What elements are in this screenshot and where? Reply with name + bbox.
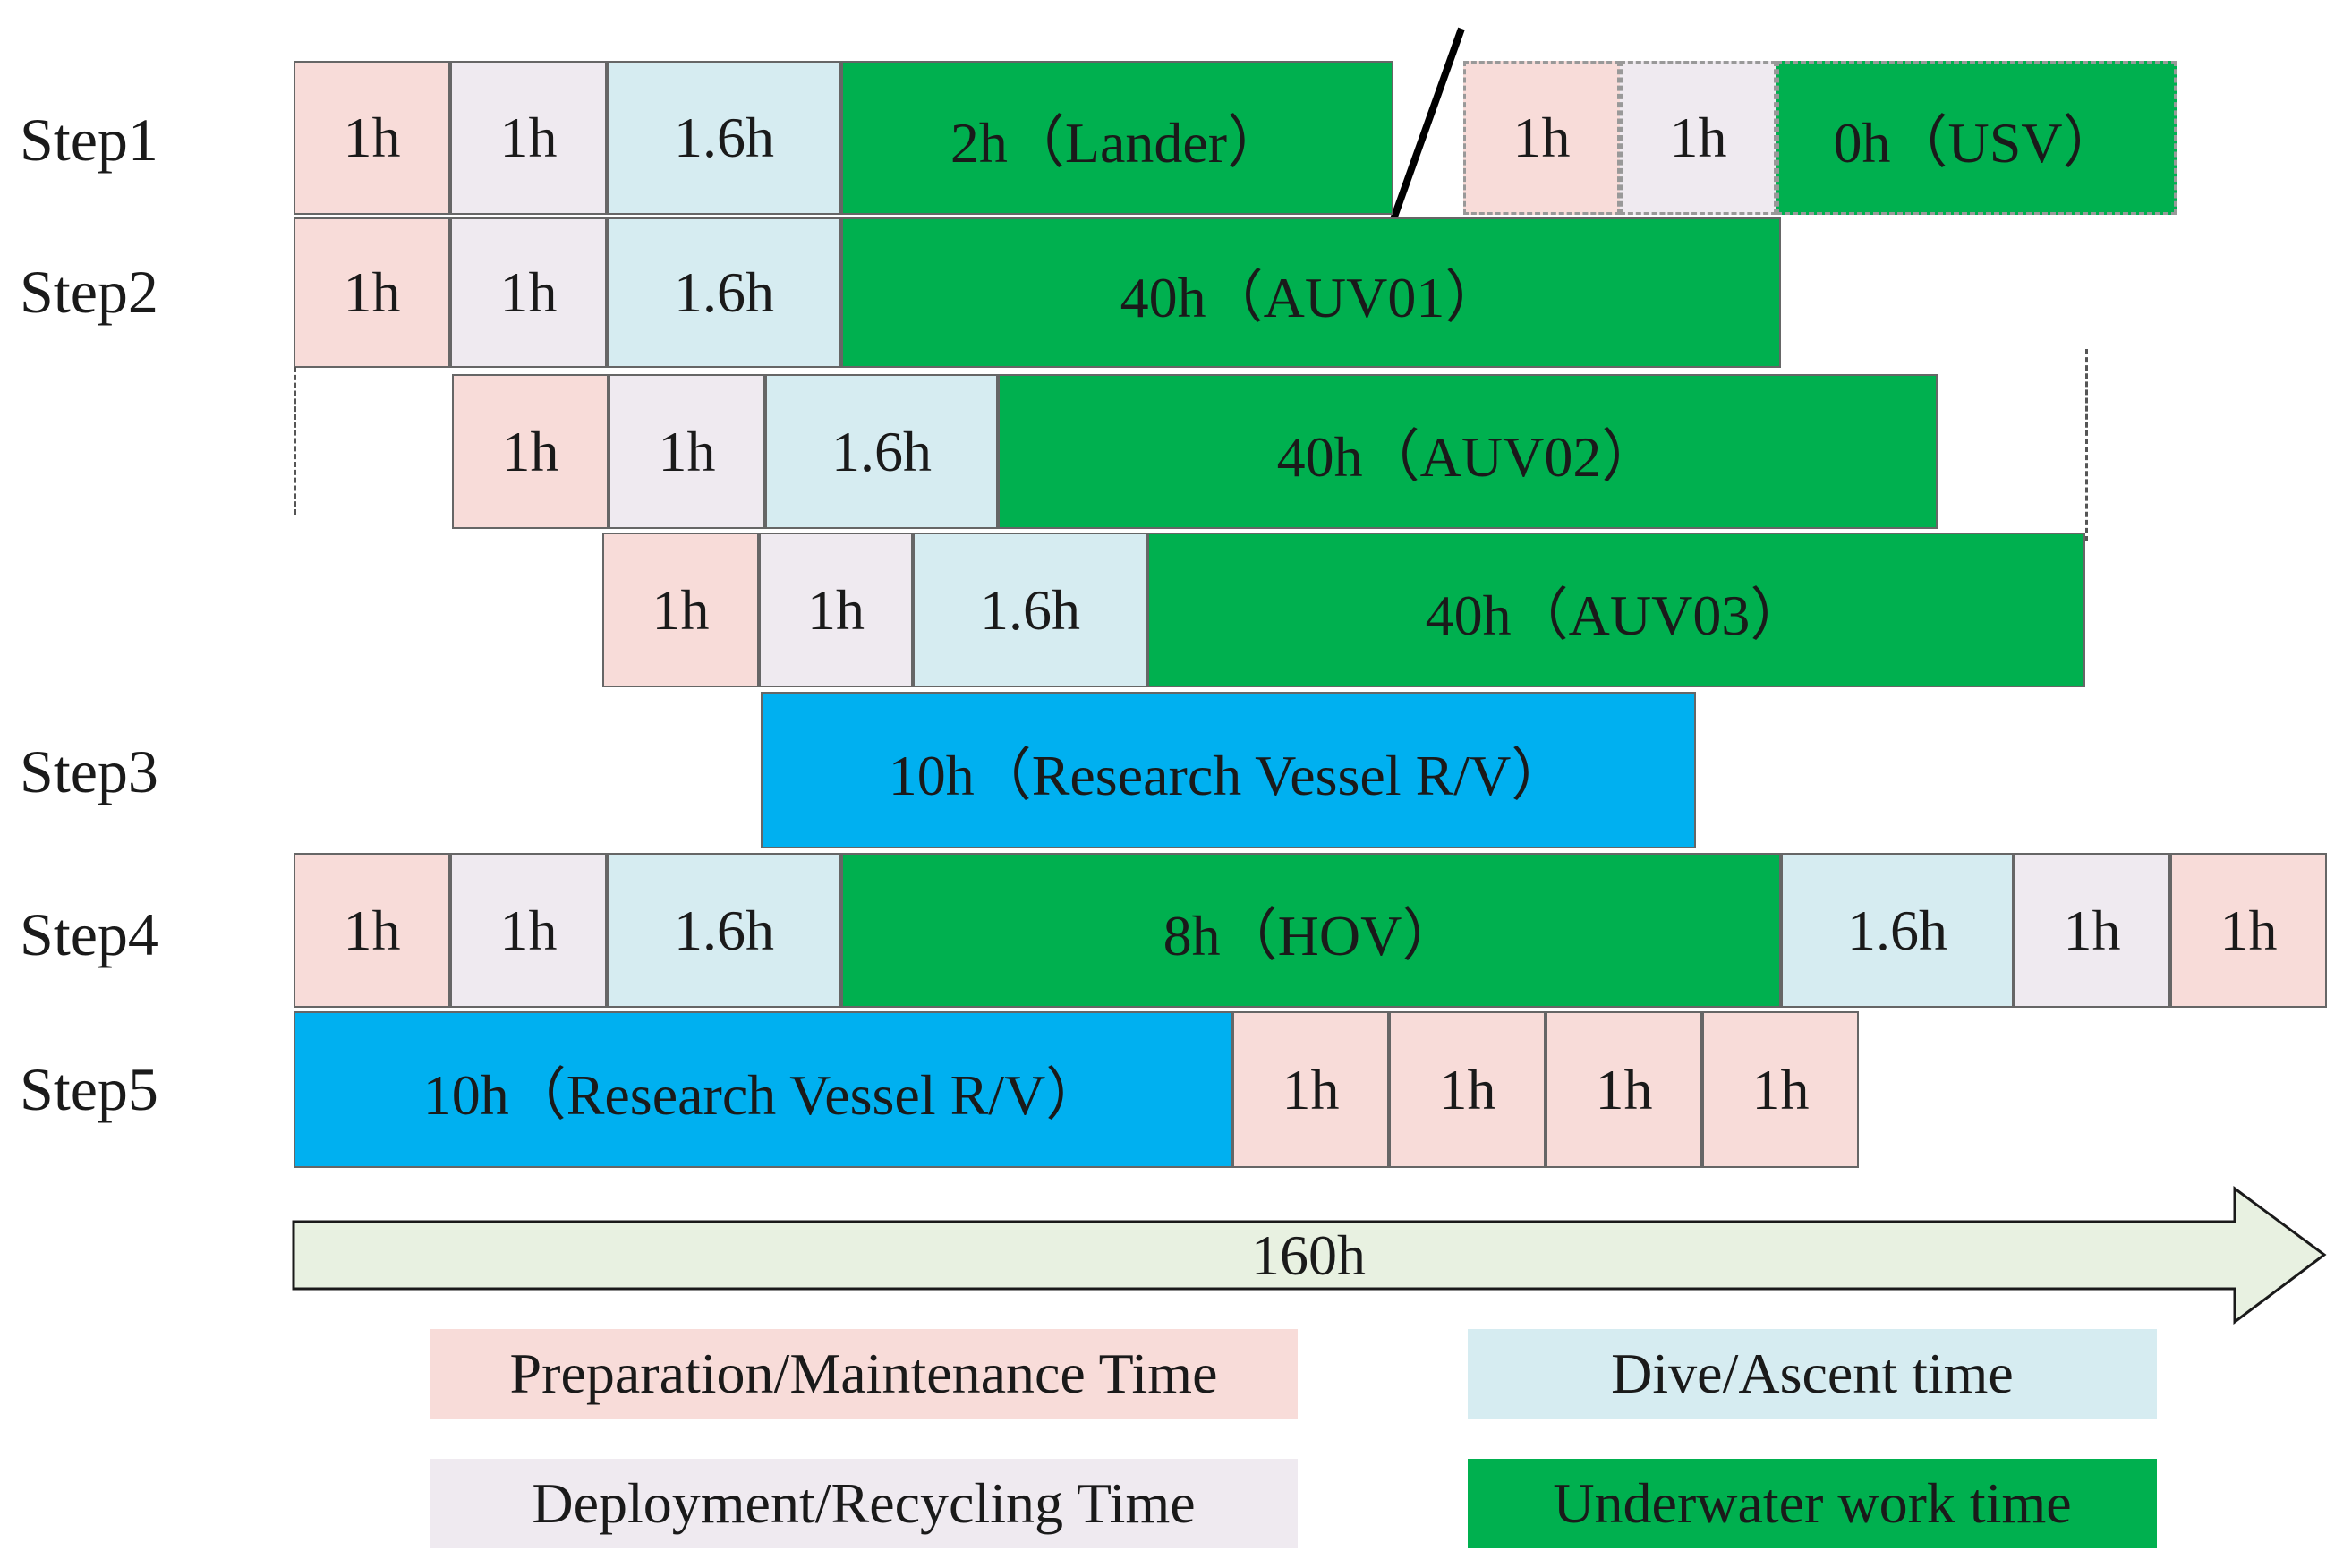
hov-row-segment-dive: 1.6h [607, 853, 841, 1008]
step4-label: Step4 [20, 900, 158, 968]
step3-label: Step3 [20, 737, 158, 805]
hov-row-segment-deployment: 1h [450, 853, 607, 1008]
auv03-row-segment-deployment: 1h [759, 533, 913, 687]
lander-usv-row-segment-preparation: 1h [1463, 61, 1620, 215]
hov-row-segment-deployment: 1h [2014, 853, 2170, 1008]
step2-label: Step2 [20, 258, 158, 326]
vessel-maintenance-row-segment-preparation: 1h [1232, 1011, 1389, 1168]
vessel-maintenance-row-segment-vessel: 10h（Research Vessel R/V） [294, 1011, 1232, 1168]
hov-row-segment-underwater: 8h（HOV） [841, 853, 1781, 1008]
legend-underwater: Underwater work time [1468, 1459, 2157, 1548]
vessel-maintenance-row-segment-preparation: 1h [1389, 1011, 1546, 1168]
auv02-row-segment-deployment: 1h [609, 374, 765, 529]
hov-row-segment-preparation: 1h [2170, 853, 2327, 1008]
auv03-row-segment-dive: 1.6h [913, 533, 1147, 687]
auv01-row-segment-underwater: 40h（AUV01） [841, 217, 1781, 368]
lander-usv-row-segment-deployment: 1h [1620, 61, 1776, 215]
lander-usv-row-segment-dive: 1.6h [607, 61, 841, 215]
lander-usv-row-segment-underwater: 2h（Lander） [841, 61, 1393, 215]
auv02-row-segment-dive: 1.6h [765, 374, 998, 529]
auv02-row-segment-underwater: 40h（AUV02） [998, 374, 1938, 529]
hov-row-segment-dive: 1.6h [1781, 853, 2014, 1008]
step1-label: Step1 [20, 106, 158, 174]
auv03-row-segment-preparation: 1h [602, 533, 759, 687]
auv01-row-segment-preparation: 1h [294, 217, 450, 368]
timeline-arrow [292, 1186, 2327, 1325]
lander-usv-row-segment-deployment: 1h [450, 61, 607, 215]
auv03-row-segment-underwater: 40h（AUV03） [1147, 533, 2085, 687]
hov-row-segment-preparation: 1h [294, 853, 450, 1008]
auv01-row-segment-dive: 1.6h [607, 217, 841, 368]
timeline-break-slash [1390, 27, 1465, 221]
lander-usv-row-segment-underwater: 0h（USV） [1776, 61, 2177, 215]
vessel-maintenance-row-segment-preparation: 1h [1702, 1011, 1859, 1168]
left-dashed-guide [294, 367, 296, 515]
vessel-row-segment-vessel: 10h（Research Vessel R/V） [761, 692, 1696, 848]
legend-dive: Dive/Ascent time [1468, 1329, 2157, 1419]
vessel-maintenance-row-segment-preparation: 1h [1546, 1011, 1702, 1168]
legend-preparation: Preparation/Maintenance Time [430, 1329, 1298, 1419]
legend-deployment: Deployment/Recycling Time [430, 1459, 1298, 1548]
auv01-row-segment-deployment: 1h [450, 217, 607, 368]
auv02-row-segment-preparation: 1h [452, 374, 609, 529]
lander-usv-row-segment-preparation: 1h [294, 61, 450, 215]
timeline-total-label: 160h [1251, 1223, 1366, 1287]
right-dashed-guide [2085, 349, 2088, 541]
step5-label: Step5 [20, 1055, 158, 1123]
